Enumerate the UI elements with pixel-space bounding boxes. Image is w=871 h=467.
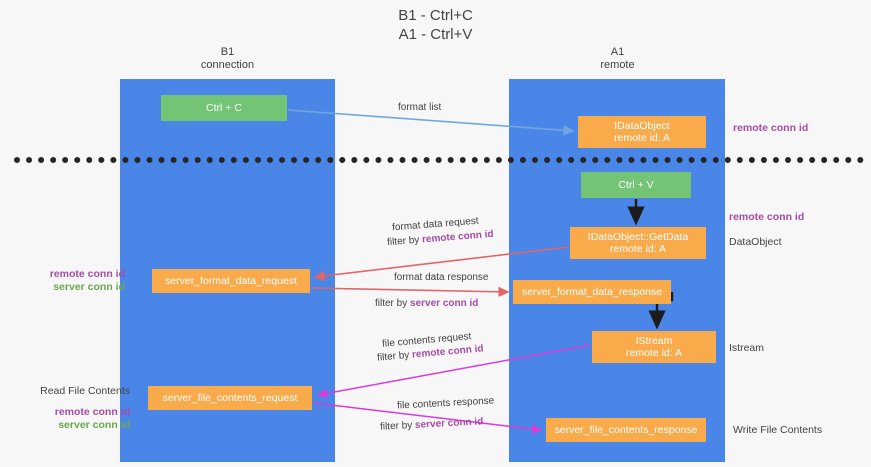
lane-header-a1-role: remote [600,59,635,71]
box-server-file-contents-response-label: server_file_contents_response [554,423,698,436]
connector-label-file-contents-response: file contents response [397,394,495,412]
connector-label-format-data-response: format data response [394,271,489,284]
box-server-file-contents-request-label: server_file_contents_request [162,391,298,404]
left-label-server-conn-id-1: server conn id [53,281,125,293]
box-ctrl-c[interactable]: Ctrl + C [161,95,287,121]
left-label-read-file-contents: Read File Contents [40,385,130,397]
box-getdata-line2: remote id: A [609,243,667,255]
filter-prefix: filter by [376,349,413,364]
box-ctrl-c-label: Ctrl + C [206,101,242,114]
title-line-1: B1 - Ctrl+C [398,7,473,24]
right-label-istream: Istream [729,342,764,355]
box-server-file-contents-response[interactable]: server_file_contents_response [546,418,706,442]
left-label-remote-conn-id-2: remote conn id [54,406,130,418]
diagram-title: B1 - Ctrl+C A1 - Ctrl+V [0,6,871,44]
box-server-format-data-response[interactable]: server_format_data_response [513,280,671,304]
phase-divider [14,157,864,163]
left-label-conn-ids-top: remote conn id server conn id [15,268,125,294]
box-idataobject-getdata[interactable]: IDataObject::GetData remote id: A [570,227,706,259]
box-istream-line1: IStream [635,334,673,347]
filter-prefix: filter by [379,419,416,433]
box-ctrl-v[interactable]: Ctrl + V [581,172,691,198]
box-istream[interactable]: IStream remote id: A [592,331,716,363]
lane-header-a1-name: A1 [610,46,625,58]
box-getdata-line1: IDataObject::GetData [587,230,689,243]
title-line-2: A1 - Ctrl+V [398,26,473,43]
box-ctrl-v-label: Ctrl + V [618,178,654,191]
right-label-dataobject: DataObject [729,236,782,249]
left-label-server-conn-id-2: server conn id [58,419,130,431]
box-server-format-data-request[interactable]: server_format_data_request [152,269,310,293]
right-label-remote-conn-id-mid-text: remote conn id [729,211,805,223]
connector-label-file-contents-response-text: file contents response [396,395,495,412]
box-server-format-data-response-label: server_format_data_response [521,285,663,298]
connector-label-format-data-response-text: format data response [394,272,489,283]
lane-header-b1: B1 connection [145,46,310,72]
lane-header-b1-name: B1 [220,46,235,58]
box-idataobject-line1: IDataObject [614,119,670,132]
box-idataobject-line2: remote id: A [613,132,671,144]
right-label-istream-text: Istream [729,342,765,354]
filter-key-server-conn-id: server conn id [414,416,484,431]
left-label-remote-conn-id-1: remote conn id [49,268,125,280]
connector-label-format-list: format list [398,101,441,114]
connector-label-file-contents-response-filter: filter by server conn id [380,415,484,433]
box-server-format-data-request-label: server_format_data_request [165,274,297,287]
connector-label-format-list-text: format list [398,102,442,113]
right-label-remote-conn-id-mid: remote conn id [729,211,804,224]
filter-prefix: filter by [375,298,411,309]
left-label-read-file-contents-group: Read File Contents remote conn id server… [15,385,130,432]
filter-prefix: filter by [386,234,423,249]
right-label-remote-conn-id-top-text: remote conn id [733,122,809,134]
lane-header-a1: A1 remote [535,46,700,72]
box-idataobject[interactable]: IDataObject remote id: A [578,116,706,148]
right-label-dataobject-text: DataObject [729,236,782,248]
right-label-write-file-contents: Write File Contents [733,424,822,437]
box-istream-line2: remote id: A [625,347,683,359]
right-label-remote-conn-id-top: remote conn id [733,122,808,135]
connector-label-format-data-response-filter: filter by server conn id [375,297,478,310]
filter-key-server-conn-id: server conn id [410,298,479,309]
filter-key-remote-conn-id: remote conn id [421,228,494,246]
right-label-write-file-contents-text: Write File Contents [733,424,823,436]
box-server-file-contents-request[interactable]: server_file_contents_request [148,386,312,410]
lane-header-b1-role: connection [200,59,255,71]
